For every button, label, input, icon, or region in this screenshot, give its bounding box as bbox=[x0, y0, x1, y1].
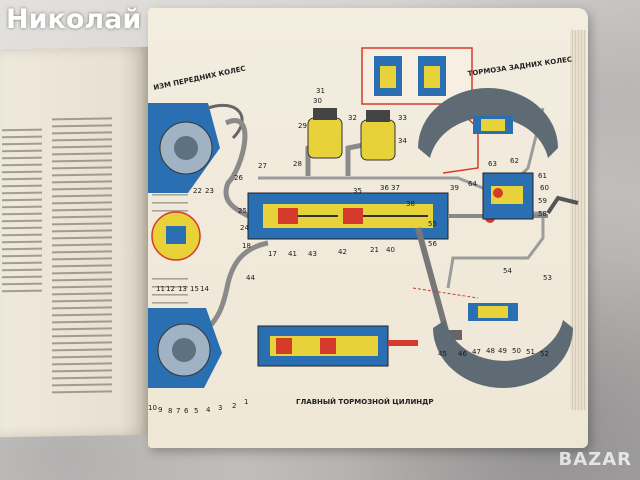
part-label: 15 bbox=[190, 285, 199, 293]
part-label: 47 bbox=[472, 348, 481, 356]
part-label: 58 bbox=[538, 210, 547, 218]
part-label: 24 bbox=[240, 224, 249, 232]
part-label: 54 bbox=[503, 267, 512, 275]
part-label: 38 bbox=[406, 200, 415, 208]
part-label: 25 bbox=[238, 207, 247, 215]
part-label: 59 bbox=[538, 197, 547, 205]
caption-master-cylinder: ГЛАВНЫЙ ТОРМОЗНОЙ ЦИЛИНДР bbox=[296, 397, 434, 406]
part-label: 35 bbox=[353, 187, 362, 195]
front-brake-lower bbox=[148, 308, 222, 388]
part-label: 17 bbox=[268, 250, 277, 258]
part-label: 56 bbox=[428, 240, 437, 248]
part-label: 4 bbox=[206, 406, 211, 414]
part-label: 18 bbox=[242, 242, 251, 250]
part-label: 23 bbox=[205, 187, 214, 195]
rear-brake-lower bbox=[433, 303, 573, 388]
part-label: 44 bbox=[246, 274, 255, 282]
part-label: 34 bbox=[398, 137, 407, 145]
part-label: 43 bbox=[308, 250, 317, 258]
part-label: 36 bbox=[380, 184, 389, 192]
rear-brake-upper bbox=[418, 88, 558, 158]
part-label: 28 bbox=[293, 160, 302, 168]
part-label: 8 bbox=[168, 407, 172, 415]
part-label: 5 bbox=[194, 407, 198, 415]
part-number-labels: 30 31 32 33 29 34 26 22 23 27 28 35 36 3… bbox=[148, 87, 552, 415]
part-label: 48 bbox=[486, 347, 495, 355]
part-label: 11 bbox=[156, 285, 165, 293]
part-label: 62 bbox=[510, 157, 519, 165]
caliper-detail-circle bbox=[151, 211, 201, 261]
part-label: 9 bbox=[158, 406, 162, 414]
part-label: 10 bbox=[148, 404, 157, 412]
part-label: 50 bbox=[512, 347, 521, 355]
part-label: 51 bbox=[526, 348, 535, 356]
part-label: 63 bbox=[488, 160, 497, 168]
part-label: 6 bbox=[184, 407, 189, 415]
fluid-reservoirs bbox=[307, 108, 396, 161]
part-label: 49 bbox=[498, 347, 507, 355]
part-label: 7 bbox=[176, 407, 180, 415]
part-label: 12 bbox=[166, 285, 175, 293]
part-label: 55 bbox=[428, 220, 437, 228]
part-label: 61 bbox=[538, 172, 547, 180]
part-label: 64 bbox=[468, 180, 477, 188]
part-label: 26 bbox=[234, 174, 243, 182]
master-cylinder bbox=[247, 192, 449, 240]
reservoir-detail-inset bbox=[361, 47, 479, 174]
left-page-legend-col-1 bbox=[52, 117, 112, 398]
part-label: 41 bbox=[288, 250, 297, 258]
part-label: 37 bbox=[391, 184, 400, 192]
part-label: 31 bbox=[316, 87, 325, 95]
left-page-legend-col-0 bbox=[2, 128, 42, 298]
part-label: 27 bbox=[258, 162, 267, 170]
part-label: 32 bbox=[348, 114, 357, 122]
part-label: 21 bbox=[370, 246, 379, 254]
part-label: 13 bbox=[178, 285, 187, 293]
page-edges bbox=[570, 30, 586, 410]
part-label: 2 bbox=[232, 402, 236, 410]
seller-name-watermark: Николай bbox=[6, 4, 142, 35]
part-label: 39 bbox=[450, 184, 459, 192]
part-label: 22 bbox=[193, 187, 202, 195]
part-label: 33 bbox=[398, 114, 407, 122]
front-brake-upper bbox=[148, 103, 244, 193]
part-label: 46 bbox=[458, 350, 467, 358]
master-cylinder-cutaway bbox=[257, 325, 418, 367]
part-label: 3 bbox=[218, 404, 222, 412]
caption-rear-brakes: ТОРМОЗА ЗАДНИХ КОЛЕС bbox=[467, 55, 572, 78]
part-label: 29 bbox=[298, 122, 307, 130]
part-label: 52 bbox=[540, 350, 549, 358]
part-label: 40 bbox=[386, 246, 395, 254]
part-label: 30 bbox=[313, 97, 322, 105]
part-label: 53 bbox=[543, 274, 552, 282]
left-book-page bbox=[0, 46, 150, 438]
part-label: 42 bbox=[338, 248, 347, 256]
part-label: 45 bbox=[438, 350, 447, 358]
part-label: 1 bbox=[244, 398, 248, 406]
part-label: 14 bbox=[200, 285, 209, 293]
brake-system-diagram: ИЗМ ПЕРЕДНИХ КОЛЕС ТОРМОЗА ЗАДНИХ КОЛЕС … bbox=[148, 47, 579, 415]
caption-front-brakes: ИЗМ ПЕРЕДНИХ КОЛЕС bbox=[153, 65, 247, 92]
part-label: 60 bbox=[540, 184, 549, 192]
pressure-regulator bbox=[482, 172, 534, 220]
marketplace-logo-watermark: BAZAR bbox=[558, 449, 632, 470]
